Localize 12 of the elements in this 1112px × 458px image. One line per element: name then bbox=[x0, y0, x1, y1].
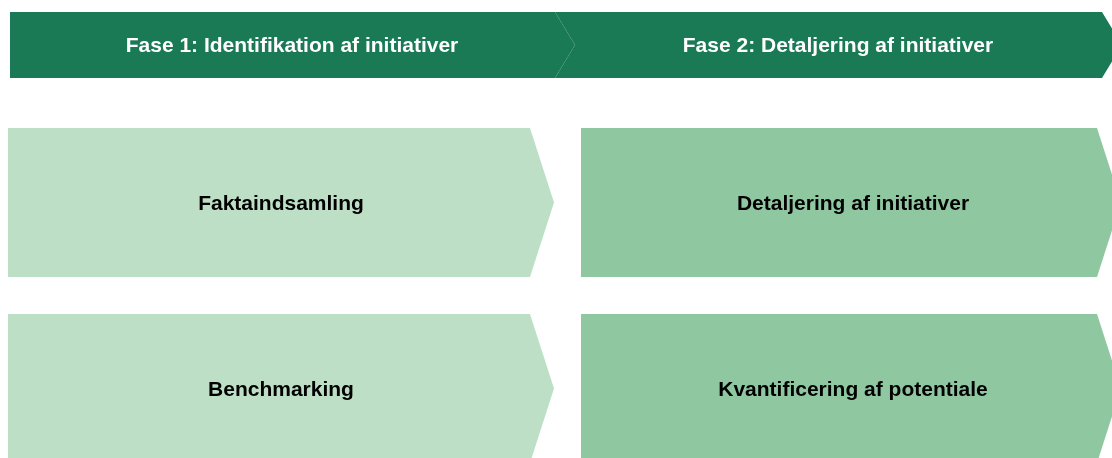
step-panel bbox=[581, 314, 1112, 458]
phase-banner bbox=[10, 12, 575, 78]
phase-title: Fase 2: Detaljering af initiativer bbox=[682, 33, 994, 57]
step-label: Detaljering af initiativer bbox=[736, 190, 970, 215]
phase-banner bbox=[555, 12, 1112, 78]
step-panel bbox=[581, 128, 1112, 277]
step-panel bbox=[8, 314, 554, 458]
step-label: Faktaindsamling bbox=[198, 190, 364, 215]
step-label: Benchmarking bbox=[208, 376, 354, 401]
step-label: Kvantificering af potentiale bbox=[718, 376, 988, 401]
phase-title: Fase 1: Identifikation af initiativer bbox=[125, 33, 459, 57]
step-panel bbox=[8, 128, 554, 277]
